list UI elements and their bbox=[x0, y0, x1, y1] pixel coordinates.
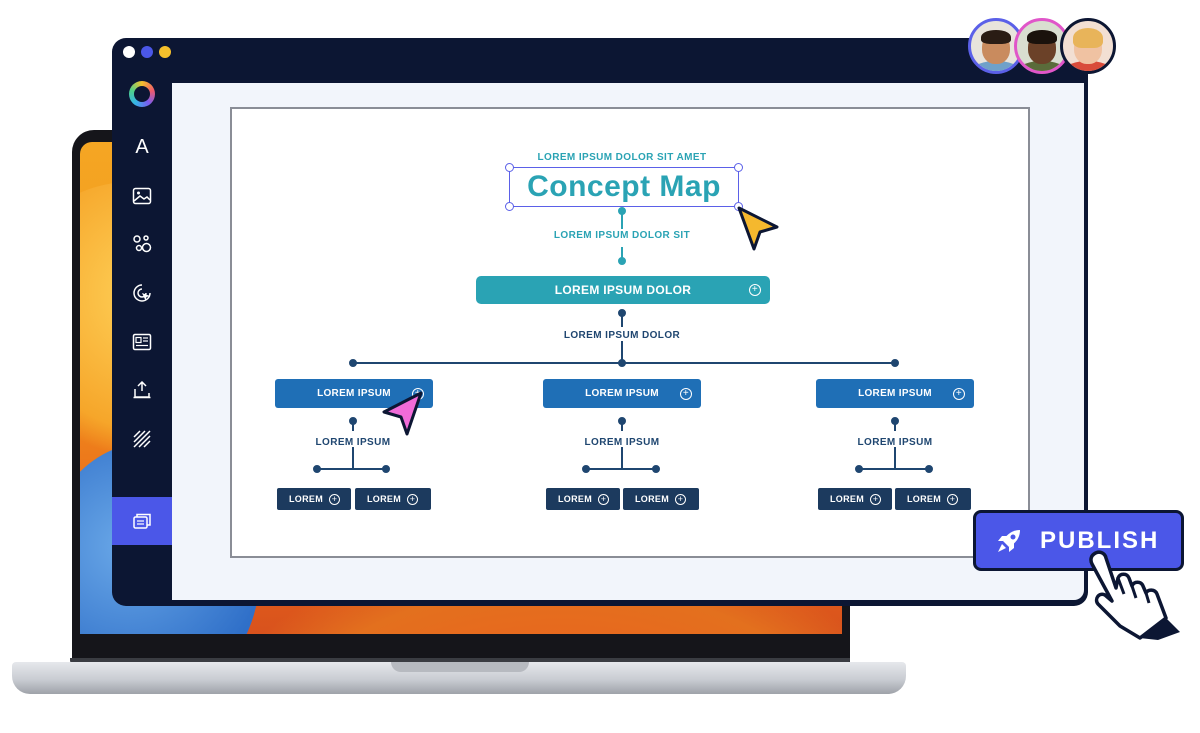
resize-handle-bottom-left[interactable] bbox=[505, 202, 514, 211]
connector-dot bbox=[618, 359, 626, 367]
connector-dot bbox=[382, 465, 390, 473]
add-icon[interactable]: + bbox=[870, 493, 881, 505]
add-icon[interactable]: + bbox=[953, 387, 965, 400]
branch-link-label-2: LOREM IPSUM bbox=[584, 437, 660, 448]
window-maximize-dot[interactable] bbox=[159, 46, 171, 58]
window-close-dot[interactable] bbox=[123, 46, 135, 58]
leaf-node[interactable]: LOREM + bbox=[818, 488, 892, 510]
artboard[interactable]: LOREM IPSUM DOLOR SIT AMET Concept Map L… bbox=[230, 107, 1030, 558]
connector-dot bbox=[618, 417, 626, 425]
connector-dot bbox=[349, 417, 357, 425]
connector-dot bbox=[313, 465, 321, 473]
leaf-node[interactable]: LOREM + bbox=[277, 488, 351, 510]
sidebar-item-animations[interactable] bbox=[112, 269, 172, 317]
main-node-label: LOREM IPSUM DOLOR bbox=[554, 283, 692, 297]
add-icon[interactable]: + bbox=[749, 284, 761, 296]
map-title-selection[interactable]: Concept Map bbox=[505, 163, 743, 211]
app-logo-icon bbox=[129, 81, 155, 107]
avatar-shirt bbox=[1019, 61, 1065, 71]
connector-dot bbox=[891, 417, 899, 425]
collaborator-avatar-1[interactable] bbox=[968, 18, 1024, 74]
link-label-1: LOREM IPSUM DOLOR SIT bbox=[553, 230, 691, 241]
cursor-yellow bbox=[737, 206, 779, 251]
app-window: A bbox=[112, 38, 1088, 604]
window-controls bbox=[123, 46, 171, 58]
branch-node-3[interactable]: LOREM IPSUM + bbox=[816, 379, 974, 408]
laptop-opening-notch bbox=[391, 662, 529, 672]
sidebar-item-elements[interactable] bbox=[112, 220, 172, 268]
branch-link-label-1: LOREM IPSUM bbox=[315, 437, 391, 448]
collaborator-avatar-3[interactable] bbox=[1060, 18, 1116, 74]
branch-node-label: LOREM IPSUM bbox=[585, 388, 659, 399]
layout-icon bbox=[132, 333, 152, 351]
leaf-node-label: LOREM bbox=[289, 494, 323, 504]
connector-dot bbox=[618, 257, 626, 265]
upload-icon bbox=[133, 380, 151, 399]
leaf-node[interactable]: LOREM + bbox=[623, 488, 699, 510]
rocket-icon bbox=[998, 529, 1020, 552]
add-icon[interactable]: + bbox=[675, 493, 686, 505]
main-node[interactable]: LOREM IPSUM DOLOR + bbox=[476, 276, 770, 304]
sidebar-item-image[interactable] bbox=[112, 172, 172, 220]
image-icon bbox=[132, 187, 152, 205]
leaf-node-label: LOREM bbox=[907, 494, 941, 504]
leaf-node[interactable]: LOREM + bbox=[895, 488, 971, 510]
link-label-2: LOREM IPSUM DOLOR bbox=[563, 330, 681, 341]
stripes-icon bbox=[133, 430, 151, 448]
connector-dot bbox=[618, 309, 626, 317]
sidebar-item-pattern[interactable] bbox=[112, 415, 172, 463]
window-minimize-dot[interactable] bbox=[141, 46, 153, 58]
avatar-hair bbox=[1073, 28, 1103, 48]
hand-pointer-icon bbox=[1089, 550, 1180, 640]
leaf-node-label: LOREM bbox=[367, 494, 401, 504]
connector-lines bbox=[313, 207, 933, 473]
text-icon: A bbox=[135, 135, 149, 158]
connector-dot bbox=[618, 207, 626, 215]
resize-handle-top-left[interactable] bbox=[505, 163, 514, 172]
shapes-icon bbox=[133, 235, 152, 253]
branch-link-label-3: LOREM IPSUM bbox=[857, 437, 933, 448]
pointer-circle-icon bbox=[133, 284, 151, 302]
leaf-node-label: LOREM bbox=[830, 494, 864, 504]
connector-dot bbox=[652, 465, 660, 473]
sidebar-item-logo[interactable] bbox=[112, 70, 172, 118]
branch-node-label: LOREM IPSUM bbox=[858, 388, 932, 399]
add-icon[interactable]: + bbox=[680, 387, 692, 400]
branch-node-label: LOREM IPSUM bbox=[317, 388, 391, 399]
add-icon[interactable]: + bbox=[947, 493, 958, 505]
tool-sidebar: A bbox=[112, 70, 172, 604]
avatar-hair bbox=[1027, 30, 1057, 44]
map-subtitle: LOREM IPSUM DOLOR SIT AMET bbox=[537, 152, 707, 163]
add-icon[interactable]: + bbox=[598, 493, 609, 505]
resize-handle-top-right[interactable] bbox=[734, 163, 743, 172]
publish-label: PUBLISH bbox=[1040, 526, 1160, 554]
add-icon[interactable]: + bbox=[407, 493, 418, 505]
connector-dot bbox=[855, 465, 863, 473]
sidebar-item-upload[interactable] bbox=[112, 366, 172, 414]
add-icon[interactable]: + bbox=[329, 493, 340, 505]
sidebar-item-layout[interactable] bbox=[112, 318, 172, 366]
leaf-node[interactable]: LOREM + bbox=[355, 488, 431, 510]
map-title[interactable]: Concept Map bbox=[527, 170, 721, 203]
sidebar-item-text[interactable]: A bbox=[112, 123, 172, 171]
connector-dot bbox=[582, 465, 590, 473]
collaborator-avatar-2[interactable] bbox=[1014, 18, 1070, 74]
leaf-node-label: LOREM bbox=[558, 494, 592, 504]
leaf-node[interactable]: LOREM + bbox=[546, 488, 620, 510]
editor-canvas[interactable]: LOREM IPSUM DOLOR SIT AMET Concept Map L… bbox=[172, 83, 1084, 600]
avatar-hair bbox=[981, 30, 1011, 44]
stack-icon bbox=[133, 513, 151, 529]
avatar-shirt bbox=[1065, 61, 1111, 71]
sidebar-item-pages[interactable] bbox=[112, 497, 172, 545]
publish-button[interactable]: PUBLISH bbox=[973, 510, 1184, 571]
cursor-pink bbox=[382, 391, 423, 436]
leaf-node-label: LOREM bbox=[635, 494, 669, 504]
connector-dot bbox=[349, 359, 357, 367]
connector-dot bbox=[925, 465, 933, 473]
branch-node-2[interactable]: LOREM IPSUM + bbox=[543, 379, 701, 408]
avatar-shirt bbox=[973, 61, 1019, 71]
connector-dot bbox=[891, 359, 899, 367]
